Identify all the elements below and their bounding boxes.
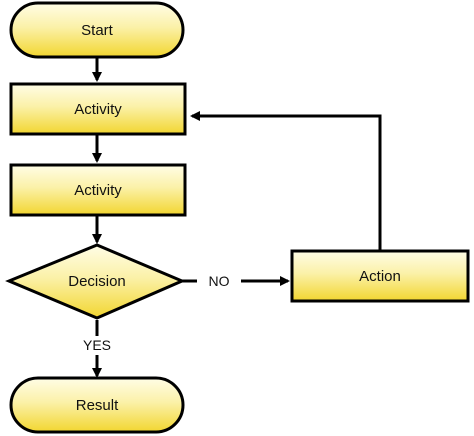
result-node <box>9 376 185 434</box>
edge-label-no: NO <box>209 273 230 289</box>
edge-label-yes: YES <box>83 337 111 353</box>
result-label: Result <box>76 397 119 414</box>
decision-label: Decision <box>68 273 126 290</box>
action-node <box>290 249 470 303</box>
activity-node-2 <box>9 163 187 217</box>
action-label: Action <box>359 268 401 285</box>
arrow-action-loop-to-activity <box>190 111 382 250</box>
activity-node-1 <box>9 82 187 136</box>
start-label: Start <box>81 22 114 39</box>
start-node <box>9 1 185 59</box>
activity-label-1: Activity <box>74 101 122 118</box>
decision-node <box>5 243 186 320</box>
activity-label-2: Activity <box>74 182 122 199</box>
